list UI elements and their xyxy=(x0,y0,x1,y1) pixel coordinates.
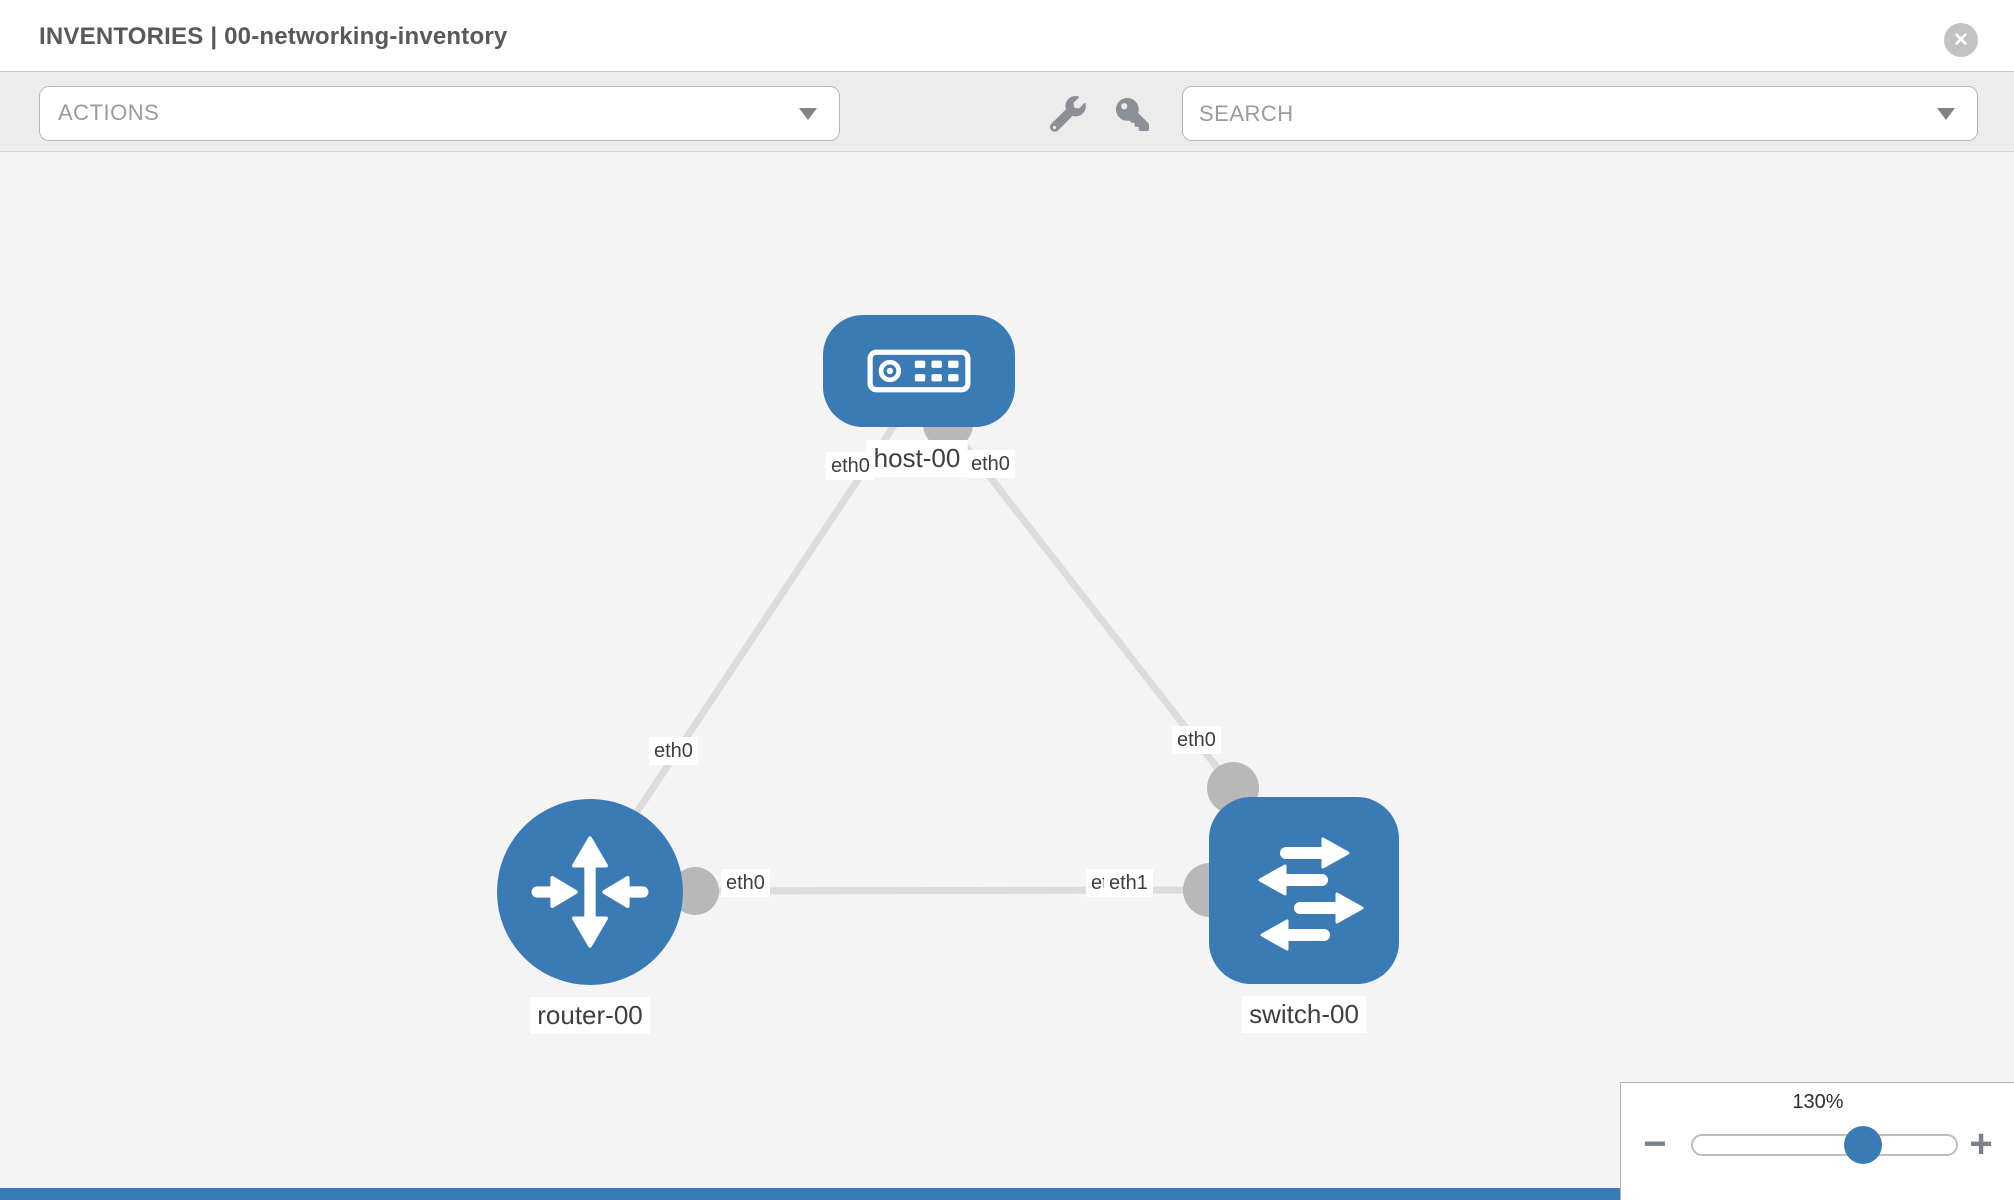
actions-dropdown-label: ACTIONS xyxy=(58,100,160,125)
topology-canvas[interactable] xyxy=(0,153,2014,1200)
page-title: INVENTORIES | 00-networking-inventory xyxy=(39,23,508,50)
router-icon xyxy=(531,836,649,948)
zoom-level-value: 130% xyxy=(1792,1091,1844,1113)
node-host-00[interactable] xyxy=(823,315,1015,427)
interface-label: eth0 xyxy=(966,450,1015,478)
zoom-slider-knob[interactable] xyxy=(1844,1126,1882,1164)
wrench-button[interactable] xyxy=(1048,94,1088,134)
host-icon xyxy=(867,349,971,393)
zoom-control-panel: 130% − + xyxy=(1620,1082,2014,1200)
chevron-down-icon xyxy=(1937,108,1955,120)
bottom-panel-edge xyxy=(0,1188,1621,1200)
node-label-host-00: host-00 xyxy=(866,440,968,477)
interface-label: eth0 xyxy=(721,869,770,897)
search-input[interactable] xyxy=(1197,91,1891,137)
node-label-switch-00: switch-00 xyxy=(1242,996,1366,1033)
key-button[interactable] xyxy=(1112,94,1152,134)
node-router-00[interactable] xyxy=(497,799,683,985)
zoom-out-button[interactable]: − xyxy=(1635,1124,1675,1164)
actions-dropdown[interactable]: ACTIONS xyxy=(39,86,840,141)
node-label-router-00: router-00 xyxy=(530,997,650,1034)
switch-icon xyxy=(1258,837,1364,950)
zoom-slider[interactable] xyxy=(1691,1134,1958,1156)
header: INVENTORIES | 00-networking-inventory ✕ xyxy=(0,0,2014,71)
search-dropdown[interactable] xyxy=(1182,86,1978,141)
interface-label: eth1 xyxy=(1104,869,1153,897)
chevron-down-icon xyxy=(799,108,817,120)
interface-label: eth0 xyxy=(1172,726,1221,754)
interface-label: eth0 xyxy=(649,737,698,765)
wrench-icon xyxy=(1050,96,1086,132)
close-button[interactable]: ✕ xyxy=(1944,23,1978,57)
node-switch-00[interactable] xyxy=(1209,797,1399,984)
zoom-in-button[interactable]: + xyxy=(1961,1124,2001,1164)
close-icon: ✕ xyxy=(1953,29,1969,51)
key-icon xyxy=(1115,97,1149,131)
interface-label: eth0 xyxy=(826,452,875,480)
